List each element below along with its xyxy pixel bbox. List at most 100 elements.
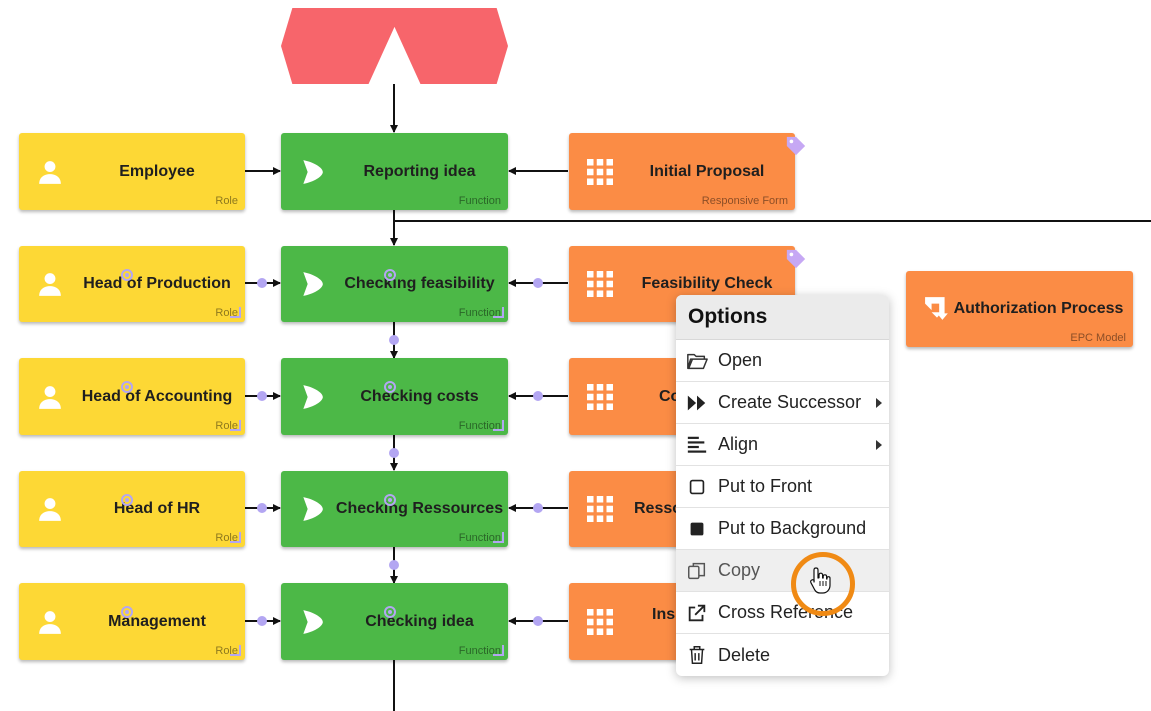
target-handle-icon[interactable] xyxy=(383,605,397,619)
menu-item-label: Put to Front xyxy=(718,476,813,496)
function-type: Function xyxy=(458,645,501,657)
menu-item-put-to-front[interactable]: Put to Front xyxy=(676,466,889,508)
menu-item-label: Put to Background xyxy=(718,518,867,538)
play-icon xyxy=(303,272,323,296)
target-handle-icon[interactable] xyxy=(383,493,397,507)
menu-item-align[interactable]: Align xyxy=(676,424,889,466)
target-handle-icon[interactable] xyxy=(120,605,134,619)
role-node-head-of-production[interactable]: Head of Production Role xyxy=(19,246,245,322)
role-node-management[interactable]: Management Role xyxy=(19,583,245,660)
connector-handle xyxy=(257,278,267,288)
form-label: Co xyxy=(659,387,681,405)
target-handle-icon[interactable] xyxy=(383,380,397,394)
person-icon xyxy=(39,273,61,296)
role-node-head-of-hr[interactable]: Head of HR Role xyxy=(19,471,245,547)
options-context-menu: Options Open Create Successor Align Put … xyxy=(676,295,889,676)
resize-handle-icon[interactable] xyxy=(491,643,505,657)
menu-title: Options xyxy=(676,295,889,340)
form-label: Ins xyxy=(652,605,676,623)
tag-icon xyxy=(786,136,806,156)
resize-handle-icon[interactable] xyxy=(491,305,505,319)
connector-handle xyxy=(533,278,543,288)
play-icon xyxy=(303,497,323,521)
role-node-employee[interactable]: Employee Role xyxy=(19,133,245,210)
resize-handle-icon[interactable] xyxy=(228,305,242,319)
role-node-head-of-accounting[interactable]: Head of Accounting Role xyxy=(19,358,245,435)
function-type: Function xyxy=(458,532,501,544)
fast-forward-icon xyxy=(687,395,706,410)
target-handle-icon[interactable] xyxy=(120,268,134,282)
connector-handle xyxy=(257,616,267,626)
event-node-process-starts[interactable]: Process starts Event xyxy=(281,8,508,84)
function-node-reporting-idea[interactable]: Reporting idea Function xyxy=(281,133,508,210)
role-label: Employee xyxy=(119,162,195,180)
connector-handle xyxy=(257,391,267,401)
menu-item-cross-reference[interactable]: Cross Reference xyxy=(676,592,889,634)
function-label: Checking feasibility xyxy=(344,275,495,292)
connector-handle xyxy=(389,560,399,570)
menu-item-copy[interactable]: Copy xyxy=(676,550,889,592)
folder-open-icon xyxy=(687,353,708,369)
menu-item-label: Delete xyxy=(718,644,771,665)
connector-handle xyxy=(533,616,543,626)
form-label: Resso xyxy=(634,500,683,517)
connector-handle xyxy=(533,391,543,401)
function-node-checking-costs[interactable]: Checking costs Function xyxy=(281,358,508,435)
person-icon xyxy=(39,385,61,409)
tag-icon xyxy=(786,249,806,269)
role-type: Role xyxy=(215,195,238,207)
form-label: Initial Proposal xyxy=(649,162,765,180)
connector-handle xyxy=(389,335,399,345)
grid-icon xyxy=(587,271,613,297)
target-handle-icon[interactable] xyxy=(120,380,134,394)
grid-icon xyxy=(587,383,613,410)
person-icon xyxy=(39,610,61,634)
resize-handle-icon[interactable] xyxy=(228,643,242,657)
role-label: Head of Production xyxy=(83,275,231,292)
connector-handle xyxy=(257,503,267,513)
resize-handle-icon[interactable] xyxy=(491,418,505,432)
resize-handle-icon[interactable] xyxy=(491,530,505,544)
square-outline-icon xyxy=(689,479,705,494)
form-label: Feasibility Check xyxy=(641,275,773,292)
function-type: Function xyxy=(458,195,501,207)
epc-model-type: EPC Model xyxy=(1070,332,1126,344)
play-icon xyxy=(303,609,323,634)
connector-handle xyxy=(389,448,399,458)
menu-item-create-successor[interactable]: Create Successor xyxy=(676,382,889,424)
role-label: Head of HR xyxy=(113,500,201,517)
target-handle-icon[interactable] xyxy=(120,493,134,507)
trash-icon xyxy=(689,646,705,664)
person-icon xyxy=(39,498,61,521)
function-type: Function xyxy=(458,307,501,319)
click-highlight-ring xyxy=(791,552,855,616)
square-filled-icon xyxy=(690,522,704,535)
function-label: Checking Ressources xyxy=(335,500,504,517)
function-node-checking-idea[interactable]: Checking idea Function xyxy=(281,583,508,660)
function-node-checking-ressources[interactable]: Checking Ressources Function xyxy=(281,471,508,547)
connector-handle xyxy=(533,503,543,513)
form-node-initial-proposal[interactable]: Initial Proposal Responsive Form xyxy=(569,133,806,210)
grid-icon xyxy=(587,608,613,635)
role-label: Management xyxy=(108,612,206,630)
epc-model-node-authorization-process[interactable]: Authorization Process EPC Model xyxy=(906,271,1133,347)
menu-item-delete[interactable]: Delete xyxy=(676,634,889,676)
grid-icon xyxy=(587,158,613,185)
resize-handle-icon[interactable] xyxy=(228,418,242,432)
menu-item-label: Open xyxy=(718,350,763,370)
function-node-checking-feasibility[interactable]: Checking feasibility Function xyxy=(281,246,508,322)
play-icon xyxy=(303,384,323,409)
menu-item-put-to-background[interactable]: Put to Background xyxy=(676,508,889,550)
resize-handle-icon[interactable] xyxy=(228,530,242,544)
hand-pointer-icon xyxy=(810,567,831,594)
copy-icon xyxy=(688,562,706,579)
epc-model-icon xyxy=(925,297,948,320)
chevron-right-icon xyxy=(876,439,882,450)
function-type: Function xyxy=(458,420,501,432)
menu-item-label: Align xyxy=(718,434,759,454)
menu-item-open[interactable]: Open xyxy=(676,340,889,382)
play-icon xyxy=(303,159,323,184)
epc-model-label: Authorization Process xyxy=(953,300,1124,317)
target-handle-icon[interactable] xyxy=(383,268,397,282)
